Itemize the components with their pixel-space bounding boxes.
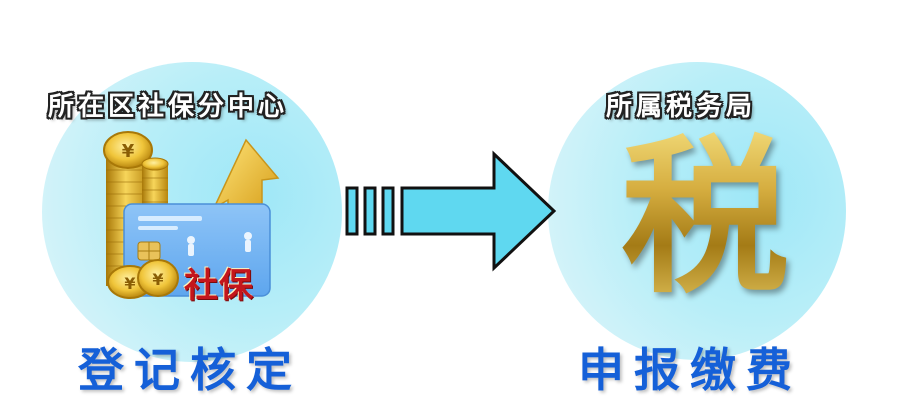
declaration-payment-caption: 申报缴费 (578, 343, 802, 397)
tax-glyph: 税 (605, 122, 805, 312)
right-background-circle (548, 62, 846, 360)
svg-text:¥: ¥ (122, 141, 135, 162)
social-security-label: 社保 (184, 266, 254, 306)
svg-text:¥: ¥ (152, 270, 163, 289)
tax-bureau-title: 所属税务局 (606, 92, 757, 122)
coin-stack-icon: ¥ ¥ (107, 259, 179, 299)
flow-arrow-icon (345, 150, 557, 272)
svg-text:¥: ¥ (124, 274, 135, 293)
registration-caption: 登记核定 (78, 343, 302, 397)
social-security-center-title: 所在区社保分中心 (48, 92, 289, 122)
social-security-illustration: ¥ ¥ ¥ (103, 131, 280, 299)
